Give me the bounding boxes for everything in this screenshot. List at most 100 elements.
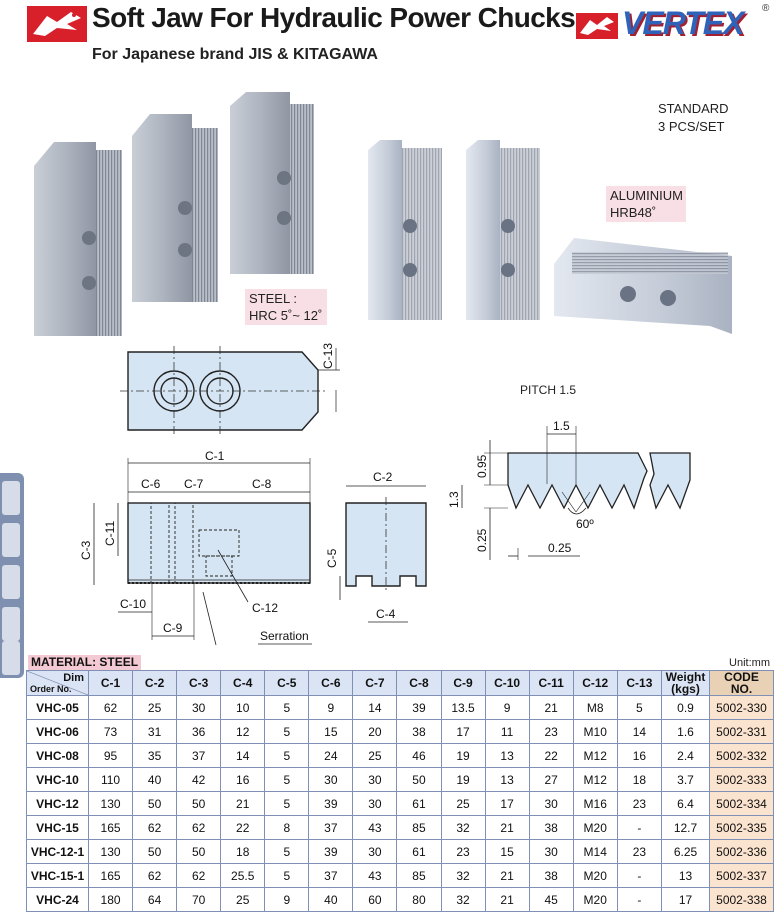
order-no-cell: VHC-05 [26, 695, 89, 720]
pitch-0-25-vertical: 0.25 [475, 528, 489, 552]
code-cell: 5002-331 [709, 719, 774, 744]
value-cell-c-8: 38 [396, 719, 442, 744]
header-c-6: C-6 [308, 670, 354, 696]
value-cell-c-13: 23 [616, 839, 663, 864]
header-weight-line1: Weight [665, 670, 706, 684]
value-cell-c-2: 64 [132, 887, 178, 912]
serration-pitch-detail: 1.5 0.95 1.3 0.25 0.25 60º [447, 419, 691, 560]
front-view-drawing: C-1 C-6 C-7 C-8 C-3 C-11 C-10 C-9 C-12 S… [79, 449, 312, 646]
value-cell-c-10: 15 [484, 839, 530, 864]
value-cell-c-13: 23 [616, 791, 663, 816]
value-cell-c-5: 5 [264, 839, 310, 864]
value-cell-c-1: 165 [87, 863, 134, 888]
value-cell-c-2: 35 [132, 743, 178, 768]
value-cell-c-2: 62 [132, 863, 178, 888]
order-no-cell: VHC-06 [26, 719, 89, 744]
aluminium-jaw-photo-3 [554, 238, 732, 334]
value-cell-c-1: 130 [87, 839, 134, 864]
value-cell-c-4: 21 [220, 791, 266, 816]
value-cell-c-7: 30 [352, 791, 398, 816]
value-cell-c-7: 30 [352, 767, 398, 792]
value-cell-c-2: 50 [132, 839, 178, 864]
value-cell-c-12: M12 [572, 767, 618, 792]
value-cell-c-1: 165 [87, 815, 134, 840]
weight-cell: 13 [661, 863, 710, 888]
value-cell-c-7: 43 [352, 863, 398, 888]
value-cell-c-1: 73 [87, 719, 134, 744]
code-cell: 5002-332 [709, 743, 774, 768]
steel-jaw-photo-2 [132, 114, 218, 302]
pitch-0-95: 0.95 [475, 454, 489, 478]
value-cell-c-2: 40 [132, 767, 178, 792]
value-cell-c-10: 11 [484, 719, 530, 744]
value-cell-c-5: 5 [264, 743, 310, 768]
value-cell-c-7: 14 [352, 695, 398, 720]
side-view-drawing: C-2 C-5 C-4 [325, 470, 427, 623]
steel-jaw-photo-1 [34, 142, 122, 336]
value-cell-c-11: 45 [528, 887, 574, 912]
side-photo-1 [2, 481, 20, 515]
value-cell-c-8: 46 [396, 743, 442, 768]
value-cell-c-4: 25.5 [220, 863, 266, 888]
header-c-1: C-1 [87, 670, 134, 696]
header-c-12: C-12 [572, 670, 618, 696]
value-cell-c-7: 43 [352, 815, 398, 840]
order-no-cell: VHC-10 [26, 767, 89, 792]
value-cell-c-12: M10 [572, 719, 618, 744]
value-cell-c-13: - [616, 887, 663, 912]
header-c-13: C-13 [616, 670, 663, 696]
dim-c5: C-5 [325, 548, 339, 568]
value-cell-c-9: 17 [440, 719, 486, 744]
value-cell-c-3: 30 [176, 695, 222, 720]
side-photo-4 [2, 607, 20, 641]
value-cell-c-2: 25 [132, 695, 178, 720]
value-cell-c-3: 62 [176, 863, 222, 888]
header-weight: Weight(kgs) [661, 670, 710, 696]
header-dim: Dim [63, 672, 84, 684]
value-cell-c-3: 50 [176, 839, 222, 864]
dim-c11: C-11 [103, 521, 117, 546]
value-cell-c-10: 13 [484, 743, 530, 768]
value-cell-c-5: 5 [264, 791, 310, 816]
value-cell-c-5: 8 [264, 815, 310, 840]
brand-wordmark: VERTEX [622, 5, 744, 41]
steel-jaw-photo-3 [230, 92, 314, 274]
value-cell-c-9: 25 [440, 791, 486, 816]
steel-label: STEEL : [249, 291, 297, 306]
value-cell-c-9: 32 [440, 815, 486, 840]
value-cell-c-9: 13.5 [440, 695, 486, 720]
value-cell-c-6: 39 [308, 791, 354, 816]
value-cell-c-11: 27 [528, 767, 574, 792]
weight-cell: 12.7 [661, 815, 710, 840]
value-cell-c-3: 36 [176, 719, 222, 744]
header-c-11: C-11 [528, 670, 574, 696]
order-no-cell: VHC-12-1 [26, 839, 89, 864]
value-cell-c-2: 50 [132, 791, 178, 816]
value-cell-c-13: 5 [616, 695, 663, 720]
value-cell-c-3: 70 [176, 887, 222, 912]
order-no-cell: VHC-15 [26, 815, 89, 840]
steel-hardness-tag: STEEL : HRC 5˚~ 12˚ [245, 289, 327, 325]
side-photo-3 [2, 565, 20, 599]
code-cell: 5002-336 [709, 839, 774, 864]
weight-cell: 6.25 [661, 839, 710, 864]
order-no-cell: VHC-15-1 [26, 863, 89, 888]
dim-c7: C-7 [184, 477, 204, 491]
value-cell-c-6: 24 [308, 743, 354, 768]
header-c-2: C-2 [132, 670, 178, 696]
aluminium-hardness-tag: ALUMINIUM HRB48˚ [606, 186, 686, 222]
dim-c2: C-2 [373, 470, 393, 484]
value-cell-c-11: 21 [528, 695, 574, 720]
value-cell-c-11: 22 [528, 743, 574, 768]
value-cell-c-12: M8 [572, 695, 618, 720]
top-view-drawing: C-13 [120, 343, 340, 436]
value-cell-c-6: 37 [308, 815, 354, 840]
value-cell-c-1: 180 [87, 887, 134, 912]
code-cell: 5002-330 [709, 695, 774, 720]
value-cell-c-4: 14 [220, 743, 266, 768]
